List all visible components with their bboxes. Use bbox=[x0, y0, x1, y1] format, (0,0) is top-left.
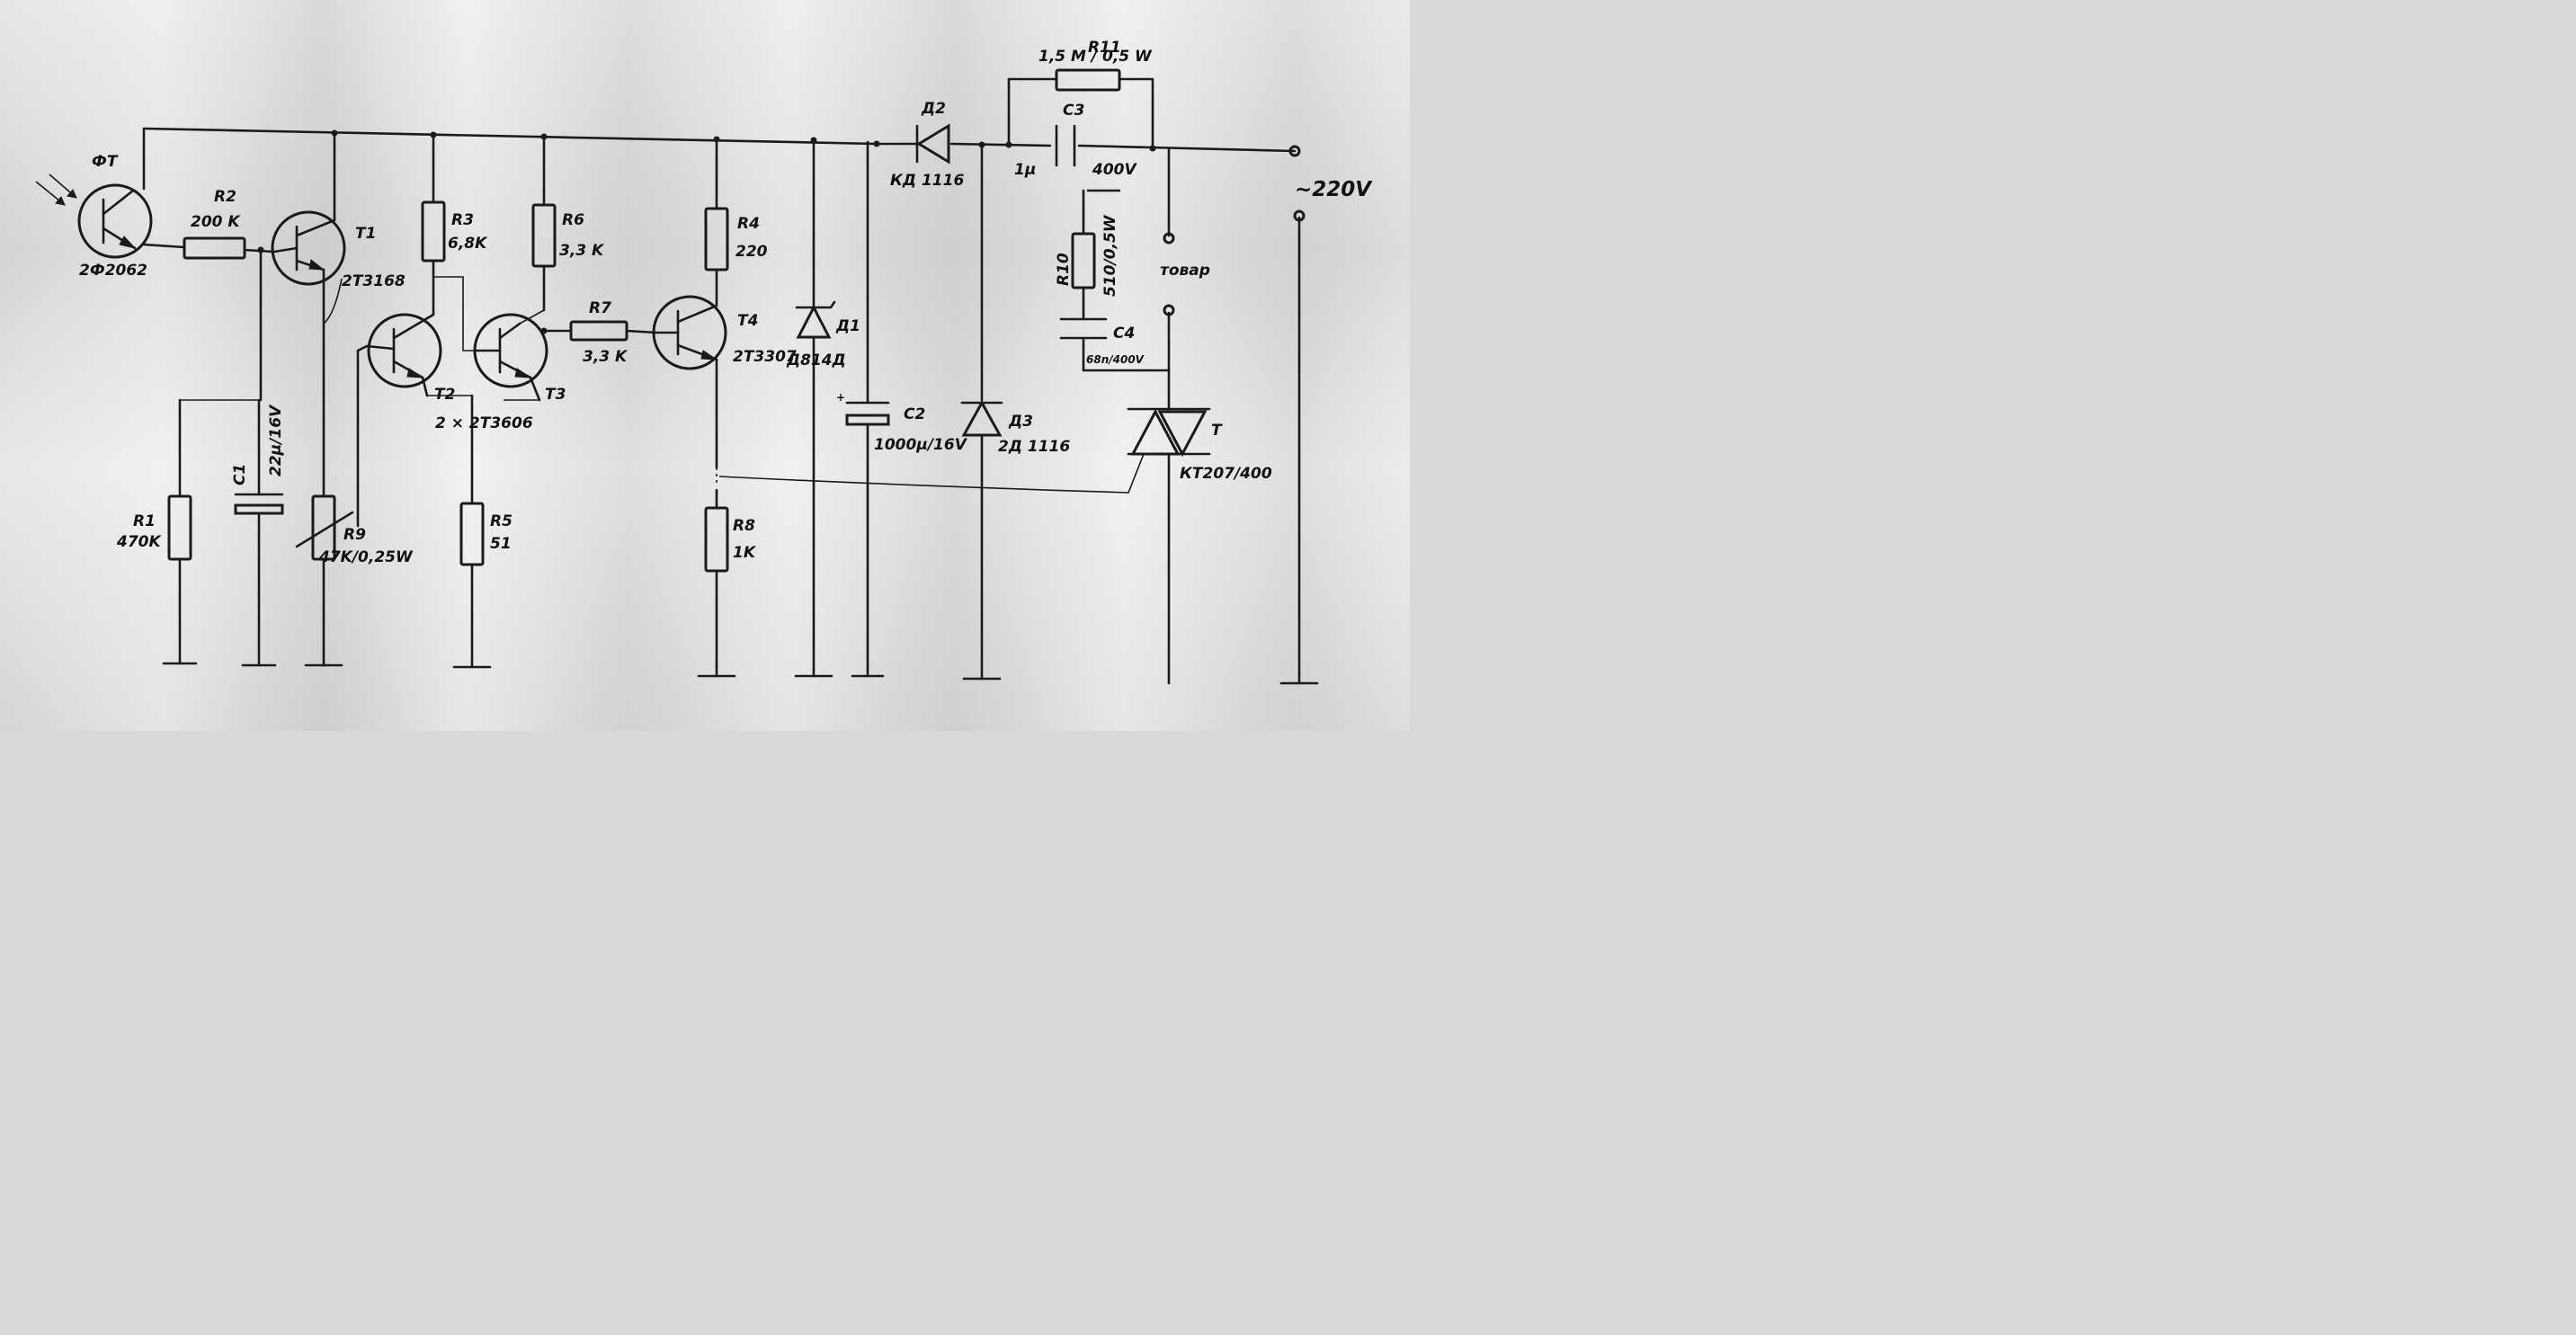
transistor-t3 bbox=[473, 313, 548, 388]
label-c2: C2 bbox=[904, 405, 925, 423]
label-r3: R3 bbox=[451, 211, 474, 229]
triac-t bbox=[1127, 407, 1211, 458]
svg-text:+: + bbox=[836, 391, 845, 404]
label-t4-part: 2Т3307 bbox=[733, 348, 797, 366]
label-d2: Д2 bbox=[921, 100, 946, 118]
label-r1-value: 470K bbox=[116, 533, 162, 551]
label-r2-value: 200 K bbox=[191, 213, 241, 231]
label-d2-part: КД 1116 bbox=[890, 172, 964, 190]
label-r3-value: 6,8K bbox=[448, 235, 488, 253]
zener-diode-d1 bbox=[795, 300, 836, 339]
label-c2-value: 1000μ/16V bbox=[874, 436, 968, 454]
label-r9-value: 47K/0,25W bbox=[318, 548, 414, 566]
label-r10-value: 510/0,5W bbox=[1101, 214, 1119, 297]
label-c3-value-1: 1μ bbox=[1014, 161, 1036, 179]
terminal-supply-bottom[interactable] bbox=[1293, 209, 1306, 222]
label-r4-value: 220 bbox=[735, 243, 768, 261]
resistor-r1 bbox=[167, 494, 192, 561]
label-d1-part: Д814Д bbox=[786, 352, 846, 369]
label-c1-value: 22μ/16V bbox=[267, 404, 285, 476]
labels: ФТ 2Ф2062 R2 200 K T1 2Т3168 R3 6,8K R6 … bbox=[79, 39, 1373, 566]
resistor-r4 bbox=[704, 207, 729, 271]
label-t2-t3-part: 2 × 2Т3606 bbox=[435, 414, 533, 432]
label-triac: T bbox=[1211, 422, 1223, 440]
label-d3-part: 2Д 1116 bbox=[998, 438, 1070, 456]
terminal-supply-top[interactable] bbox=[1288, 145, 1301, 157]
label-supply: ~220V bbox=[1295, 178, 1373, 201]
label-d3: Д3 bbox=[1008, 413, 1033, 431]
resistor-r5 bbox=[459, 502, 485, 566]
label-r10: R10 bbox=[1055, 253, 1073, 286]
label-r2: R2 bbox=[214, 188, 236, 206]
label-c3: C3 bbox=[1063, 102, 1084, 120]
terminal-load-top[interactable] bbox=[1163, 232, 1175, 245]
resistor-r7 bbox=[569, 320, 628, 342]
label-d1: Д1 bbox=[835, 317, 860, 335]
resistor-r2 bbox=[183, 236, 246, 260]
label-r8: R8 bbox=[733, 517, 755, 535]
label-r7: R7 bbox=[589, 299, 611, 317]
terminals bbox=[1163, 145, 1306, 316]
diode-d2 bbox=[915, 123, 950, 165]
wires bbox=[142, 77, 1319, 685]
resistor-r11 bbox=[1055, 68, 1121, 92]
capacitor-c4 bbox=[1059, 317, 1108, 340]
label-r6: R6 bbox=[562, 211, 584, 229]
label-c4-value: 68n/400V bbox=[1086, 353, 1145, 366]
label-r9: R9 bbox=[343, 526, 366, 544]
capacitor-c2: + bbox=[836, 391, 890, 426]
label-c1: C1 bbox=[231, 464, 249, 485]
label-r6-value: 3,3 K bbox=[559, 242, 605, 260]
label-c4: C4 bbox=[1113, 325, 1135, 343]
label-r5: R5 bbox=[490, 512, 513, 530]
potentiometer-r9 bbox=[295, 494, 354, 561]
label-ft-part: 2Ф2062 bbox=[79, 262, 147, 280]
resistor-r6 bbox=[531, 203, 557, 268]
label-ft: ФТ bbox=[92, 153, 119, 171]
label-t1: T1 bbox=[355, 225, 376, 243]
terminal-load-bottom[interactable] bbox=[1163, 304, 1175, 316]
diode-d3 bbox=[960, 399, 1003, 437]
label-r7-value: 3,3 K bbox=[583, 348, 628, 366]
label-c3-value-2: 400V bbox=[1092, 161, 1137, 179]
transistor-t4 bbox=[652, 295, 727, 370]
label-t1-part: 2Т3168 bbox=[342, 272, 406, 290]
label-r4: R4 bbox=[737, 215, 760, 233]
resistor-r10 bbox=[1071, 232, 1096, 289]
label-r1: R1 bbox=[133, 512, 156, 530]
label-r5-value: 51 bbox=[490, 535, 512, 553]
capacitor-c3 bbox=[1055, 124, 1076, 167]
transistor-t2 bbox=[365, 313, 442, 388]
circuit-diagram: + bbox=[35, 39, 1373, 685]
label-t2: T2 bbox=[434, 386, 455, 404]
capacitor-c1 bbox=[234, 493, 284, 515]
label-triac-part: КТ207/400 bbox=[1180, 465, 1272, 483]
label-r11-value: 1,5 M / 0,5 W bbox=[1038, 48, 1153, 66]
label-t4: T4 bbox=[737, 312, 758, 330]
circuit-sheet: + bbox=[0, 0, 1410, 731]
junction-dots bbox=[257, 129, 1156, 334]
resistor-r3 bbox=[421, 200, 446, 263]
label-r8-value: 1K bbox=[733, 544, 757, 562]
label-t3: T3 bbox=[545, 386, 566, 404]
label-r11: R11 bbox=[1088, 39, 1121, 57]
transistor-t1 bbox=[271, 210, 346, 286]
label-load: товар bbox=[1160, 262, 1210, 280]
resistor-r8 bbox=[704, 506, 729, 573]
phototransistor-ft bbox=[35, 174, 153, 259]
